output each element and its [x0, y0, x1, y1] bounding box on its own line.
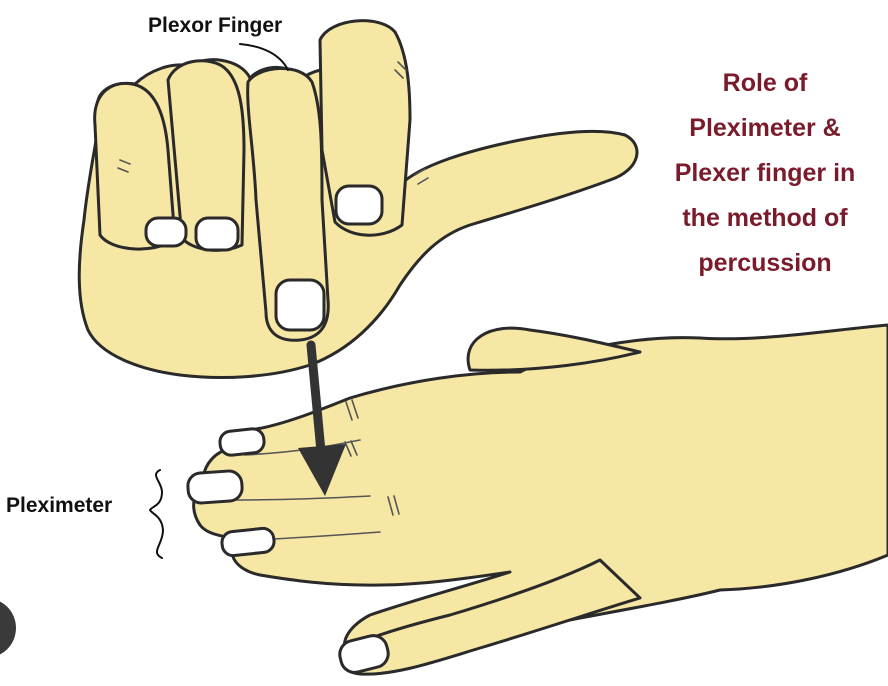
title-line-3: Plexer finger in	[675, 159, 856, 187]
pleximeter-bracket	[148, 469, 165, 559]
pleximeter-label: Pleximeter	[6, 494, 112, 517]
upper-nail-ring	[194, 216, 240, 252]
pleximeter-hand	[186, 323, 888, 676]
strike-arrow	[298, 340, 346, 496]
title-line-2: Pleximeter &	[689, 114, 840, 142]
upper-knuckle-1	[117, 159, 131, 173]
lower-nail-2	[186, 469, 244, 505]
lower-nail-1	[218, 427, 266, 457]
upper-finger-pinky	[93, 81, 177, 251]
lower-finger-line-2	[229, 495, 371, 501]
pleximeter-callout: Pleximeter	[6, 469, 165, 559]
upper-finger-index	[318, 19, 412, 237]
plexor-leader-line	[239, 43, 289, 71]
plexor-hand	[77, 19, 639, 380]
upper-knuckle-2	[394, 61, 407, 79]
upper-nail-plexor	[274, 278, 326, 332]
title-line-4: the method of	[682, 204, 848, 232]
knuckle-crease-3	[387, 495, 400, 516]
arrow-head	[298, 444, 346, 496]
upper-finger-plexor	[246, 67, 330, 342]
plexor-label: Plexor Finger	[148, 14, 282, 37]
knuckle-crease-1	[345, 399, 359, 421]
plexor-callout: Plexor Finger	[148, 14, 289, 71]
upper-nail-index	[334, 184, 384, 226]
thumb-nail	[338, 634, 390, 674]
knuckle-crease-2	[344, 440, 358, 457]
upper-nail-pinky	[144, 216, 188, 248]
title-block: Role of Pleximeter & Plexer finger in th…	[675, 69, 856, 277]
lower-nail-3	[220, 526, 276, 558]
lower-hand-back-thumb	[466, 326, 642, 372]
title-line-1: Role of	[723, 69, 808, 97]
title-line-5: percussion	[698, 249, 831, 277]
upper-knuckle-3	[414, 168, 429, 185]
corner-button[interactable]	[0, 598, 16, 658]
